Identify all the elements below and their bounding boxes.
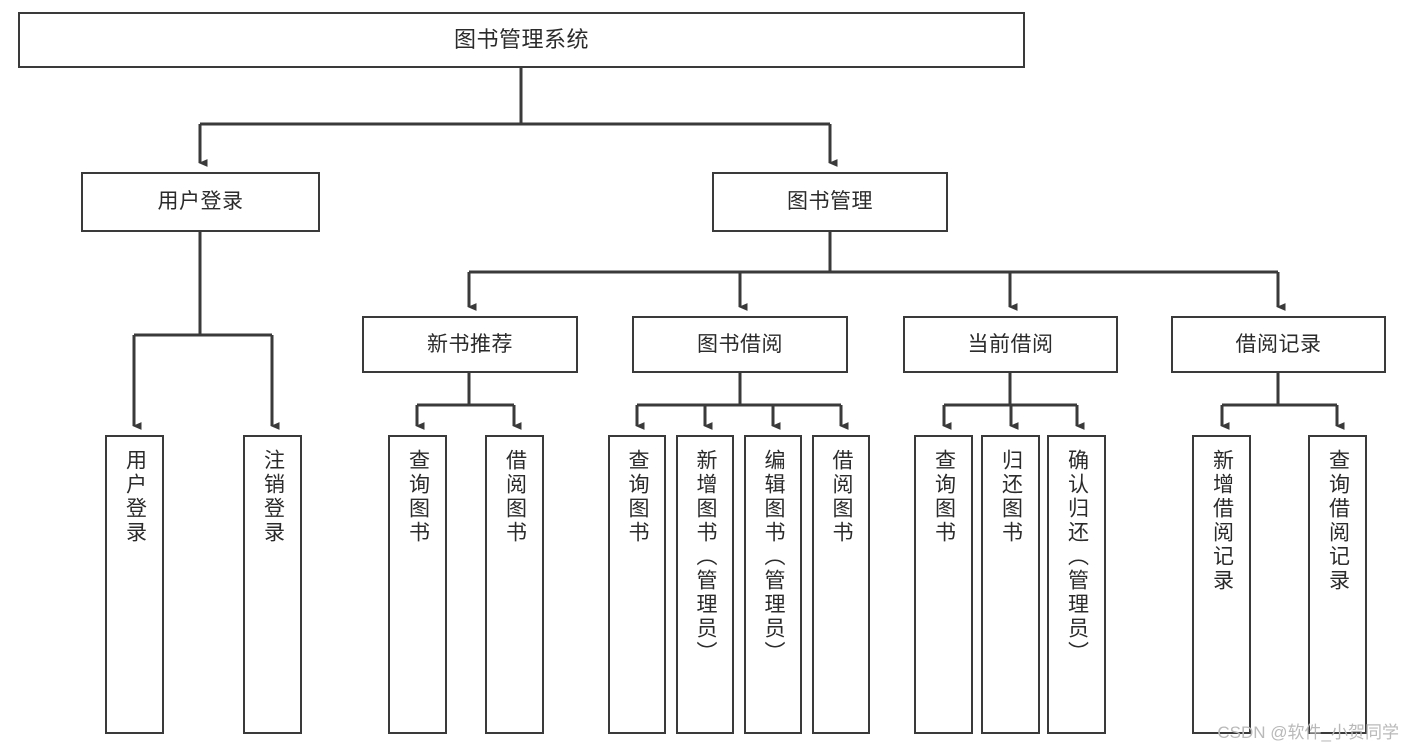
leaf-book-borrow-borrow-book[interactable]: 借阅图书 (812, 435, 870, 734)
leaf-book-borrow-query-book[interactable]: 查询图书 (608, 435, 666, 734)
node-label: 用户登录 (123, 449, 147, 545)
node-label: 查询图书 (626, 449, 650, 545)
node-root-book-management-system[interactable]: 图书管理系统 (18, 12, 1025, 68)
node-label: 借阅图书 (503, 449, 527, 545)
node-label: 用户登录 (157, 190, 244, 214)
node-label: 归还图书 (999, 449, 1023, 545)
node-label: 当前借阅 (967, 332, 1054, 356)
leaf-new-book-query-book[interactable]: 查询图书 (388, 435, 447, 734)
leaf-current-borrow-query-book[interactable]: 查询图书 (914, 435, 973, 734)
leaf-new-book-borrow-book[interactable]: 借阅图书 (485, 435, 544, 734)
leaf-user-login-login[interactable]: 用户登录 (105, 435, 164, 734)
node-label: 图书管理系统 (453, 26, 589, 52)
leaf-book-borrow-edit-book-admin[interactable]: 编辑图书（管理员） (744, 435, 802, 734)
leaf-borrow-record-add-record[interactable]: 新增借阅记录 (1192, 435, 1251, 734)
leaf-current-borrow-confirm-return-admin[interactable]: 确认归还（管理员） (1047, 435, 1106, 734)
node-label: 确认归还（管理员） (1065, 449, 1089, 665)
node-label: 图书借阅 (697, 332, 783, 356)
node-label: 图书管理 (787, 190, 873, 214)
node-user-login[interactable]: 用户登录 (81, 172, 320, 232)
node-current-borrow[interactable]: 当前借阅 (903, 316, 1118, 373)
node-label: 借阅记录 (1235, 332, 1322, 356)
leaf-book-borrow-add-book-admin[interactable]: 新增图书（管理员） (676, 435, 734, 734)
node-label: 新增图书（管理员） (694, 449, 718, 665)
node-label: 新增借阅记录 (1210, 449, 1234, 593)
node-label: 编辑图书（管理员） (762, 449, 786, 665)
node-borrow-record[interactable]: 借阅记录 (1171, 316, 1386, 373)
node-label: 查询图书 (932, 449, 956, 545)
node-book-management[interactable]: 图书管理 (712, 172, 948, 232)
node-label: 新书推荐 (427, 332, 513, 356)
leaf-current-borrow-return-book[interactable]: 归还图书 (981, 435, 1040, 734)
node-new-book-recommendation[interactable]: 新书推荐 (362, 316, 578, 373)
leaf-borrow-record-query-record[interactable]: 查询借阅记录 (1308, 435, 1367, 734)
node-label: 注销登录 (261, 449, 285, 545)
node-label: 查询图书 (406, 449, 430, 545)
node-book-borrow[interactable]: 图书借阅 (632, 316, 848, 373)
node-label: 查询借阅记录 (1326, 449, 1350, 593)
node-label: 借阅图书 (830, 449, 854, 545)
leaf-user-login-logout[interactable]: 注销登录 (243, 435, 302, 734)
